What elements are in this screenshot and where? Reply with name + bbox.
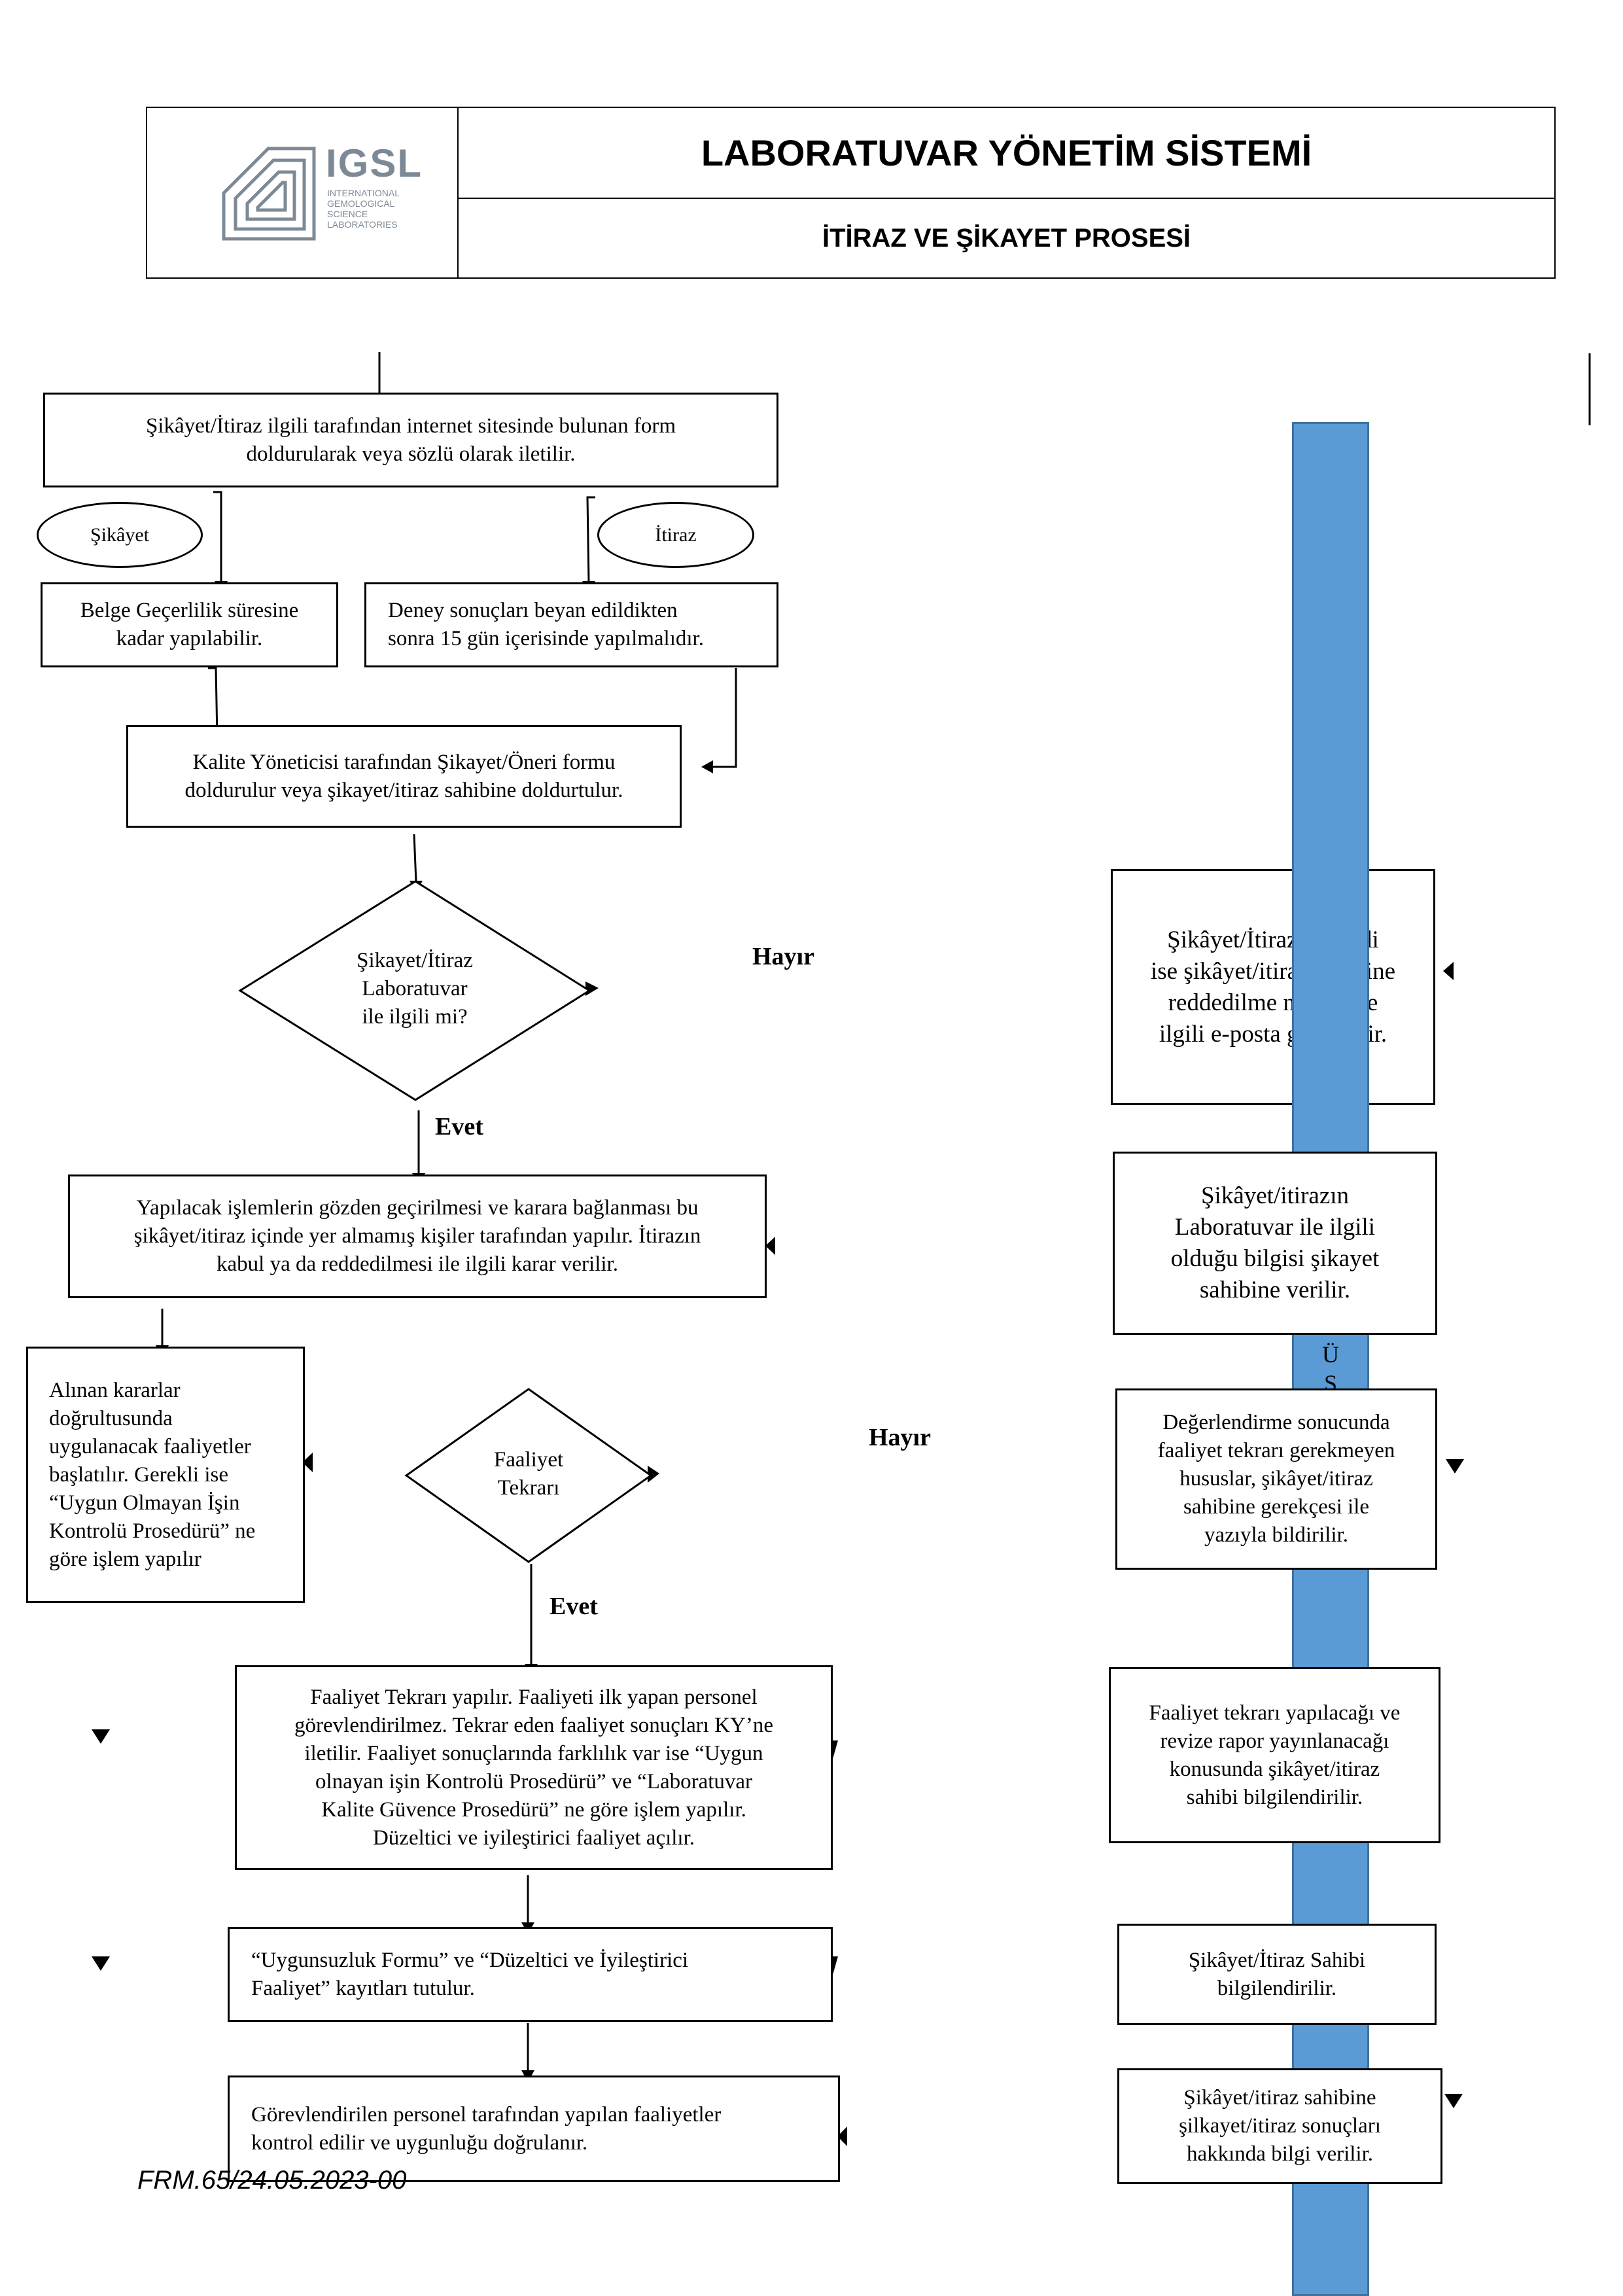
informed-box-text: Şikâyet/İtiraz Sahibi bilgilendirilir. [1188, 1948, 1366, 2000]
yes-label-1: Evet [435, 1113, 483, 1140]
bar-overlay-1 [1292, 869, 1369, 1105]
result-box: Şikâyet/itiraz sahibine şilkayet/itiraz … [1117, 2068, 1442, 2184]
quality-manager-box-text: Kalite Yöneticisi tarafından Şikayet/Öne… [184, 750, 623, 802]
actions-box-text: Alınan kararlar doğrultusunda uygulanaca… [49, 1378, 256, 1571]
objection-ellipse-text: İtiraz [655, 523, 697, 546]
informed-box: Şikâyet/İtiraz Sahibi bilgilendirilir. [1117, 1924, 1437, 2025]
objection-ellipse: İtiraz [597, 502, 754, 568]
records-box-text: “Uygunsuzluk Formu” ve “Düzeltici ve İyi… [251, 1948, 689, 2000]
page-subtitle: İTİRAZ VE ŞİKAYET PROSESİ [822, 223, 1191, 253]
actions-box: Alınan kararlar doğrultusunda uygulanaca… [26, 1347, 305, 1603]
complaint-box: Belge Geçerlilik süresine kadar yapılabi… [41, 582, 338, 667]
repeat-info-box: Faaliyet tekrarı yapılacağı ve revize ra… [1109, 1667, 1440, 1843]
lab-related-box-text: Şikâyet/itirazın Laboratuvar ile ilgili … [1170, 1182, 1380, 1303]
form-code: FRM.65/24.05.2023-00 [137, 2166, 407, 2195]
lab-related-box: Şikâyet/itirazın Laboratuvar ile ilgili … [1113, 1152, 1437, 1335]
rejected-box: Şikâyet/İtiraz reddildi ise şikâyet/itir… [1111, 869, 1435, 1105]
no-repeat-box-text: Değerlendirme sonucunda faaliyet tekrarı… [1157, 1411, 1395, 1547]
igsl-logo-text: IGSL [326, 141, 423, 185]
decision-lab-related-text: Şikayet/İtiraz Laboratuvar ile ilgili mi… [357, 949, 473, 1029]
objection-box: Deney sonuçları beyan edildikten sonra 1… [364, 582, 778, 667]
objection-box-text: Deney sonuçları beyan edildikten sonra 1… [388, 599, 704, 650]
page-title: LABORATUVAR YÖNETİM SİSTEMİ [701, 132, 1312, 173]
start-box: Şikâyet/İtiraz ilgili tarafından interne… [43, 393, 778, 487]
complaint-ellipse-text: Şikâyet [90, 523, 149, 546]
igsl-logo-subtext: INTERNATIONAL GEMOLOGICAL SCIENCE LABORA… [327, 188, 400, 230]
control-box-text: Görevlendirilen personel tarafından yapı… [251, 2102, 722, 2155]
no-label-1: Hayır [752, 943, 814, 970]
yes-label-2: Evet [550, 1593, 598, 1620]
control-box: Görevlendirilen personel tarafından yapı… [228, 2075, 840, 2182]
complaint-ellipse: Şikâyet [37, 502, 203, 568]
header-subtitle-cell [457, 198, 1556, 279]
start-box-text: Şikâyet/İtiraz ilgili tarafından interne… [145, 414, 676, 466]
quality-manager-box: Kalite Yöneticisi tarafından Şikayet/Öne… [126, 725, 682, 828]
no-label-2: Hayır [869, 1424, 931, 1451]
records-box: “Uygunsuzluk Formu” ve “Düzeltici ve İyi… [228, 1927, 833, 2022]
decision-repeat-diamond [404, 1388, 653, 1563]
result-box-text: Şikâyet/itiraz sahibine şilkayet/itiraz … [1179, 2086, 1381, 2166]
decision-repeat-text: Faaliyet Tekrarı [493, 1448, 564, 1500]
review-box: Yapılacak işlemlerin gözden geçirilmesi … [68, 1174, 767, 1298]
repeat-info-box-text: Faaliyet tekrarı yapılacağı ve revize ra… [1149, 1701, 1401, 1809]
igsl-logo-mark-icon [222, 147, 316, 241]
igsl-logo: IGSL INTERNATIONAL GEMOLOGICAL SCIENCE L… [216, 141, 421, 245]
no-repeat-box: Değerlendirme sonucunda faaliyet tekrarı… [1115, 1388, 1437, 1570]
repeat-activity-box-text: Faaliyet Tekrarı yapılır. Faaliyeti ilk … [294, 1685, 773, 1850]
repeat-activity-box: Faaliyet Tekrarı yapılır. Faaliyeti ilk … [235, 1665, 833, 1870]
complaint-box-text: Belge Geçerlilik süresine kadar yapılabi… [80, 599, 299, 650]
review-box-text: Yapılacak işlemlerin gözden geçirilmesi … [133, 1196, 701, 1276]
decision-lab-related-diamond [238, 880, 591, 1101]
